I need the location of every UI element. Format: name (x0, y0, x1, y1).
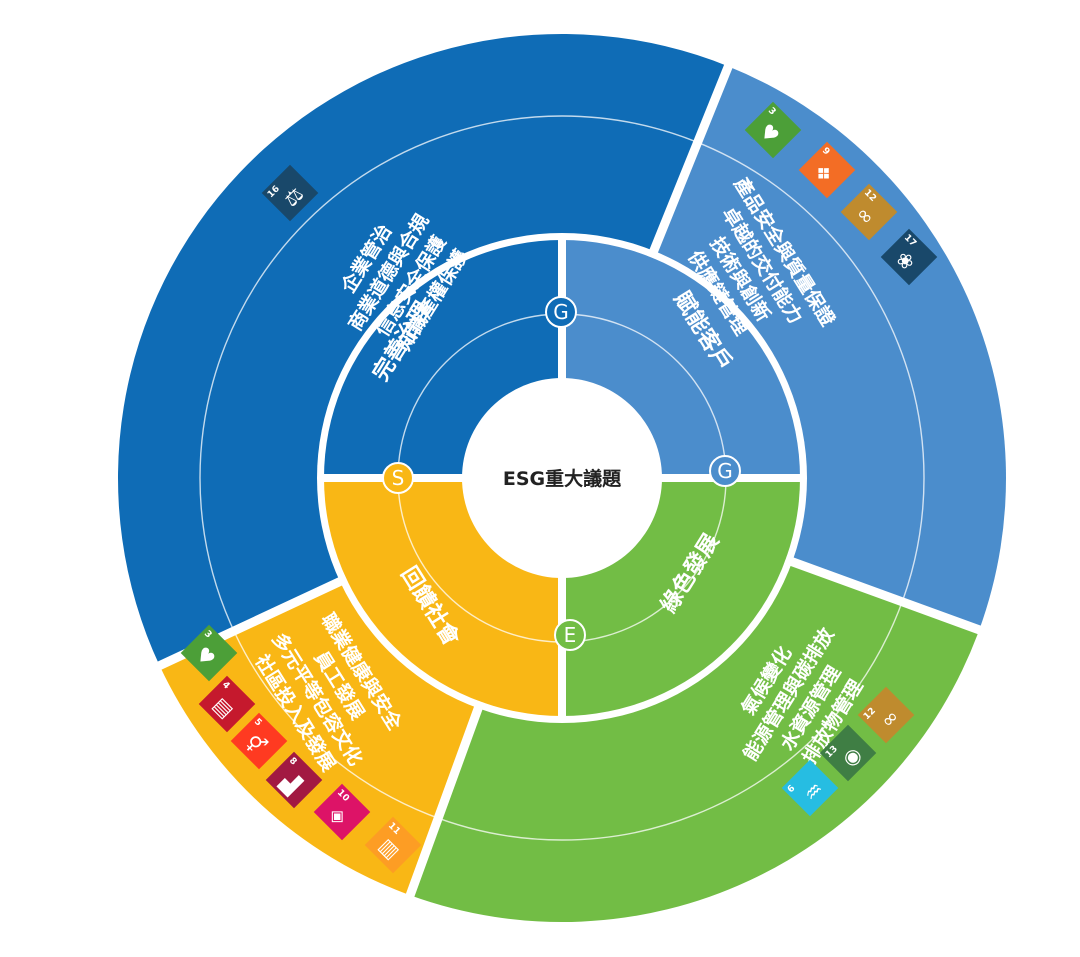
badge-governance (545, 296, 577, 328)
badge-letter-social: S (392, 466, 405, 490)
outer-separator-2 (646, 60, 734, 260)
badge-letter-customer: G (717, 459, 733, 483)
badge-environment (554, 619, 586, 651)
sdg-number: 3 (766, 106, 778, 118)
badge-customer (709, 455, 741, 487)
outer-separator-3 (784, 555, 985, 636)
sdg-number: 9 (820, 146, 832, 158)
sdg-number: 5 (252, 717, 264, 729)
badge-social (382, 462, 414, 494)
guide-circle-1 (199, 115, 925, 841)
sdg-number: 6 (786, 784, 798, 796)
outer-separator-4 (404, 700, 485, 901)
center-title: ESG重大議題 (503, 467, 622, 490)
badge-letter-governance: G (553, 300, 569, 324)
center-hub (462, 378, 662, 578)
sdg-number: 4 (220, 680, 232, 692)
sdg-number: 8 (287, 756, 299, 768)
sdg-number: 3 (202, 629, 214, 641)
badge-letter-environment: E (564, 623, 577, 647)
